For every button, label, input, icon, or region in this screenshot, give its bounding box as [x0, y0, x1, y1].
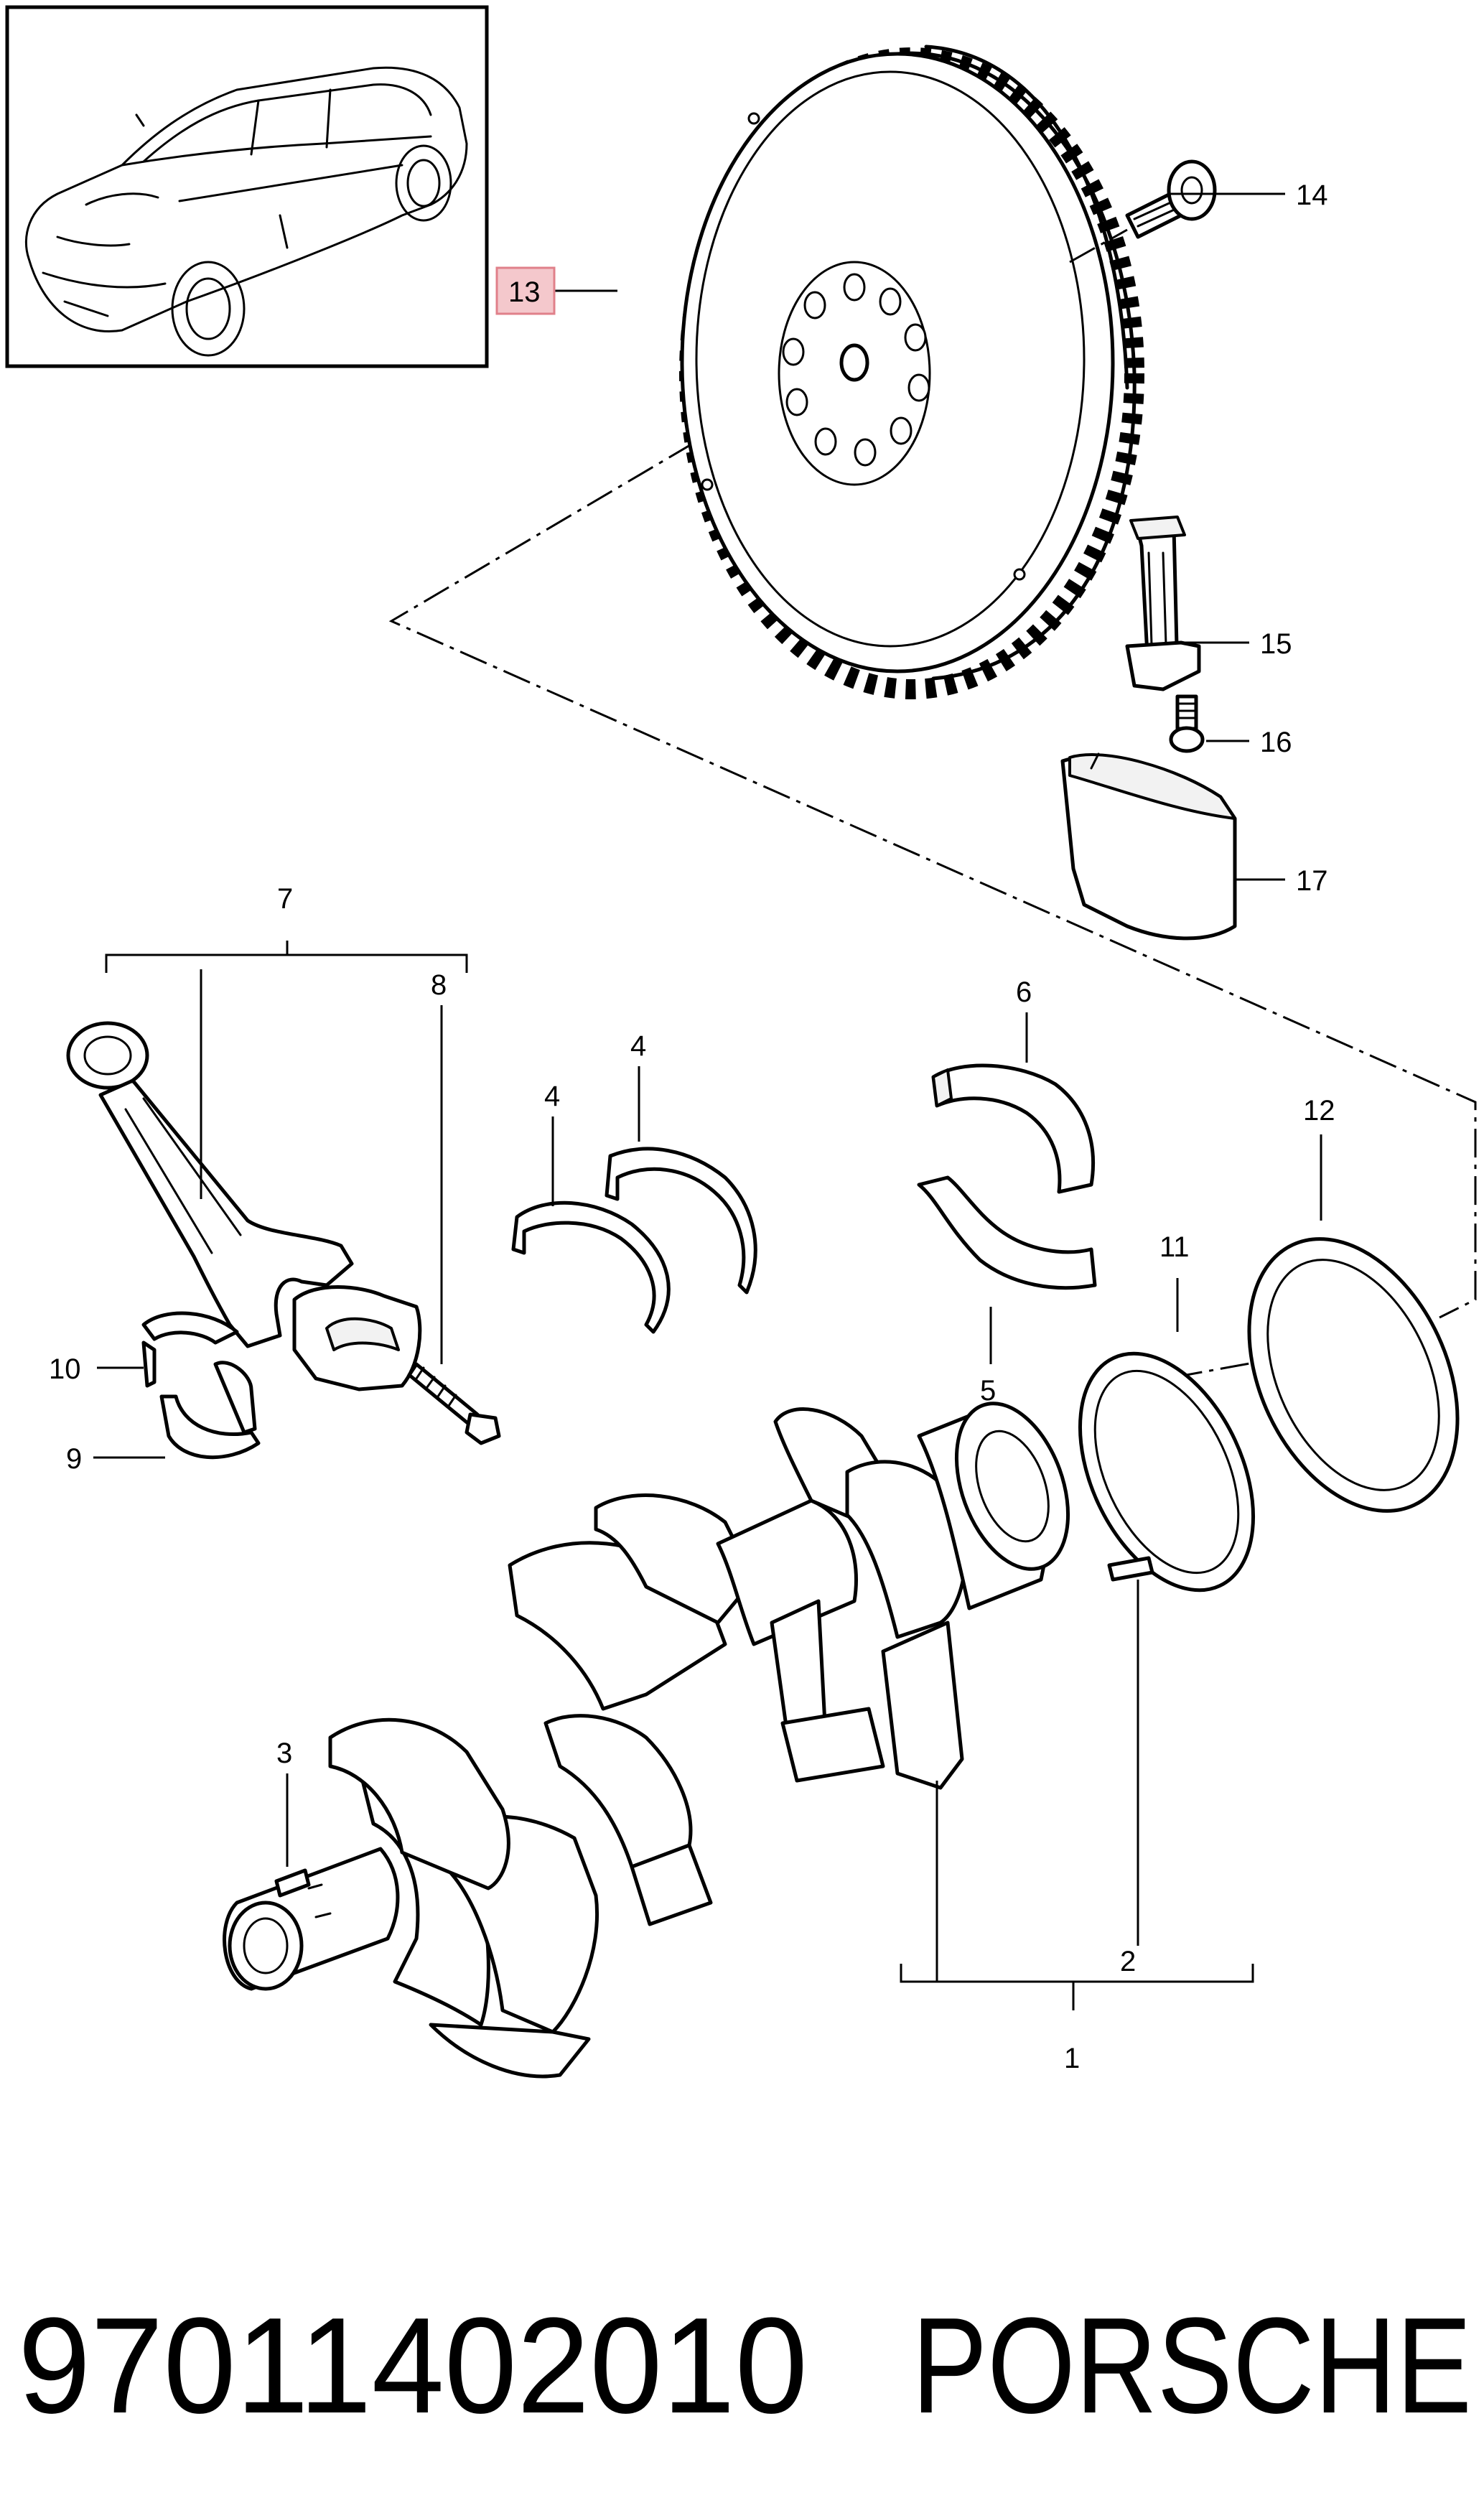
callout-labels: 1 2 3 4 4 5 6 7 8 9 10 11 12 13 14 15 16…	[49, 179, 1335, 2074]
callout-9: 9	[66, 1443, 82, 1475]
part-number: 97011402010	[18, 2290, 808, 2442]
callout-1: 1	[1064, 2043, 1080, 2074]
leader-lines	[93, 192, 1322, 2010]
conrod-bolt	[407, 1362, 501, 1445]
cover-sleeve	[1060, 752, 1237, 941]
callout-5: 5	[980, 1375, 996, 1407]
brand-name: PORSCHE	[912, 2290, 1472, 2442]
callout-13: 13	[508, 276, 541, 308]
callout-11: 11	[1159, 1231, 1190, 1263]
callout-13-highlight	[495, 266, 556, 315]
callout-7: 7	[277, 883, 293, 915]
crankshaft	[223, 1402, 1070, 2079]
dowel-pin	[1107, 1556, 1154, 1582]
vehicle-thumbnail	[5, 5, 489, 368]
callout-17: 17	[1296, 865, 1328, 897]
main-bearing-shells	[917, 1063, 1097, 1290]
callout-14: 14	[1296, 179, 1328, 211]
flywheel-bolt-holes	[782, 273, 930, 467]
sensor-bolt	[1169, 694, 1205, 753]
flywheel	[679, 45, 1144, 699]
conrod-bearing-shells	[141, 1311, 261, 1460]
thrust-washers	[511, 1147, 757, 1334]
flywheel-bolt	[1069, 159, 1217, 264]
callout-12: 12	[1303, 1095, 1335, 1127]
callout-15: 15	[1260, 628, 1292, 660]
callout-2: 2	[1120, 1946, 1136, 1977]
speed-sensor	[1125, 516, 1201, 691]
callout-8: 8	[431, 969, 447, 1001]
callout-4a: 4	[544, 1081, 560, 1112]
callout-16: 16	[1260, 727, 1292, 758]
callout-6: 6	[1016, 976, 1032, 1008]
connecting-rod	[66, 1021, 422, 1391]
woodruff-key	[274, 1868, 311, 1898]
callout-4b: 4	[630, 1030, 646, 1062]
callout-10: 10	[49, 1353, 81, 1385]
callout-3: 3	[276, 1738, 292, 1769]
seal-rings	[1078, 1237, 1460, 1593]
